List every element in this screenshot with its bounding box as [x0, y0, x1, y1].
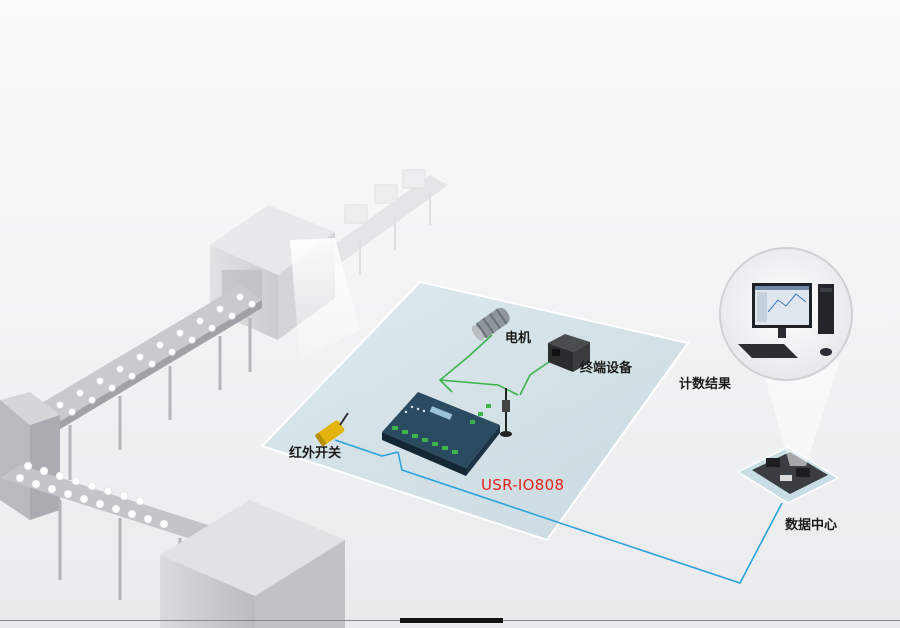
projection-beam: [760, 360, 840, 466]
lower-conveyor: [0, 461, 230, 620]
main-conveyor: [30, 285, 262, 480]
far-conveyor: [320, 169, 448, 275]
bottom-machine: [160, 500, 345, 628]
blue-links: [334, 439, 783, 584]
ir-switch-label: 红外开关: [289, 446, 342, 461]
device-model-label: USR-IO808: [481, 476, 565, 494]
data-center-graphic: [736, 446, 840, 504]
io808-device-graphic: [382, 388, 512, 476]
terminal-box-graphic: [548, 334, 590, 372]
monitor-circle: [719, 247, 853, 381]
left-machine: [0, 392, 60, 520]
ir-switch-graphic: [315, 412, 349, 446]
motor-graphic: [471, 307, 510, 341]
green-links: [438, 334, 557, 396]
sensor-beam: [290, 238, 360, 360]
motor-label: 电机: [505, 331, 532, 346]
bottom-tab-indicator: [400, 618, 503, 623]
terminal-device-label: 终端设备: [580, 361, 633, 376]
count-result-label: 计数结果: [679, 377, 732, 392]
data-center-label: 数据中心: [785, 518, 838, 533]
